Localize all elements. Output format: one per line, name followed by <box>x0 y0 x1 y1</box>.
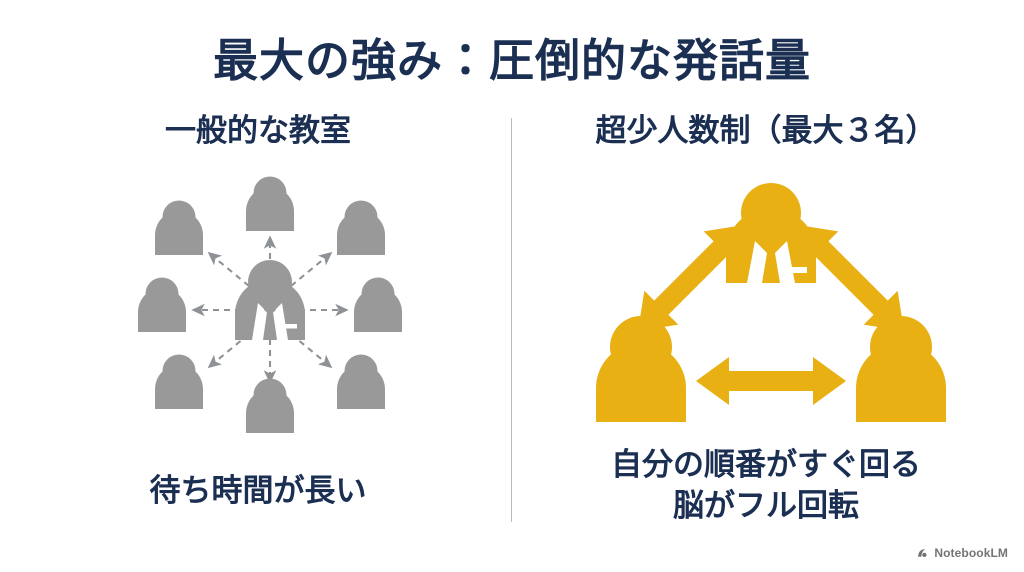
left-column-caption: 待ち時間が長い <box>149 473 367 508</box>
right-caption-line-1: 自分の順番がすぐ回る <box>611 447 921 482</box>
right-caption-line-2: 脳がフル回転 <box>673 487 859 523</box>
teacher-figure-gray <box>235 260 305 340</box>
small-group-diagram <box>586 178 956 428</box>
student-figure-amber-right <box>856 316 946 422</box>
right-column-heading: 超少人数制（最大３名） <box>595 113 937 148</box>
column-divider <box>511 118 512 522</box>
notebooklm-watermark-label: NotebookLM <box>934 546 1008 560</box>
crowded-classroom-diagram <box>105 160 435 450</box>
arrow-horizontal <box>696 357 846 405</box>
right-column: 超少人数制（最大３名） <box>516 112 1016 149</box>
dashed-arrow-group <box>191 235 349 384</box>
student-figure-amber-left <box>596 316 686 422</box>
right-column-caption: 自分の順番がすぐ回る 脳がフル回転 <box>516 445 1016 527</box>
left-column-heading: 一般的な教室 <box>165 113 351 148</box>
teacher-figure-amber <box>726 183 816 283</box>
page-title: 最大の強み：圧倒的な発話量 <box>212 35 811 86</box>
left-column: 一般的な教室 <box>8 112 508 149</box>
notebooklm-watermark: NotebookLM <box>916 546 1008 560</box>
notebooklm-logo-icon <box>916 547 929 560</box>
